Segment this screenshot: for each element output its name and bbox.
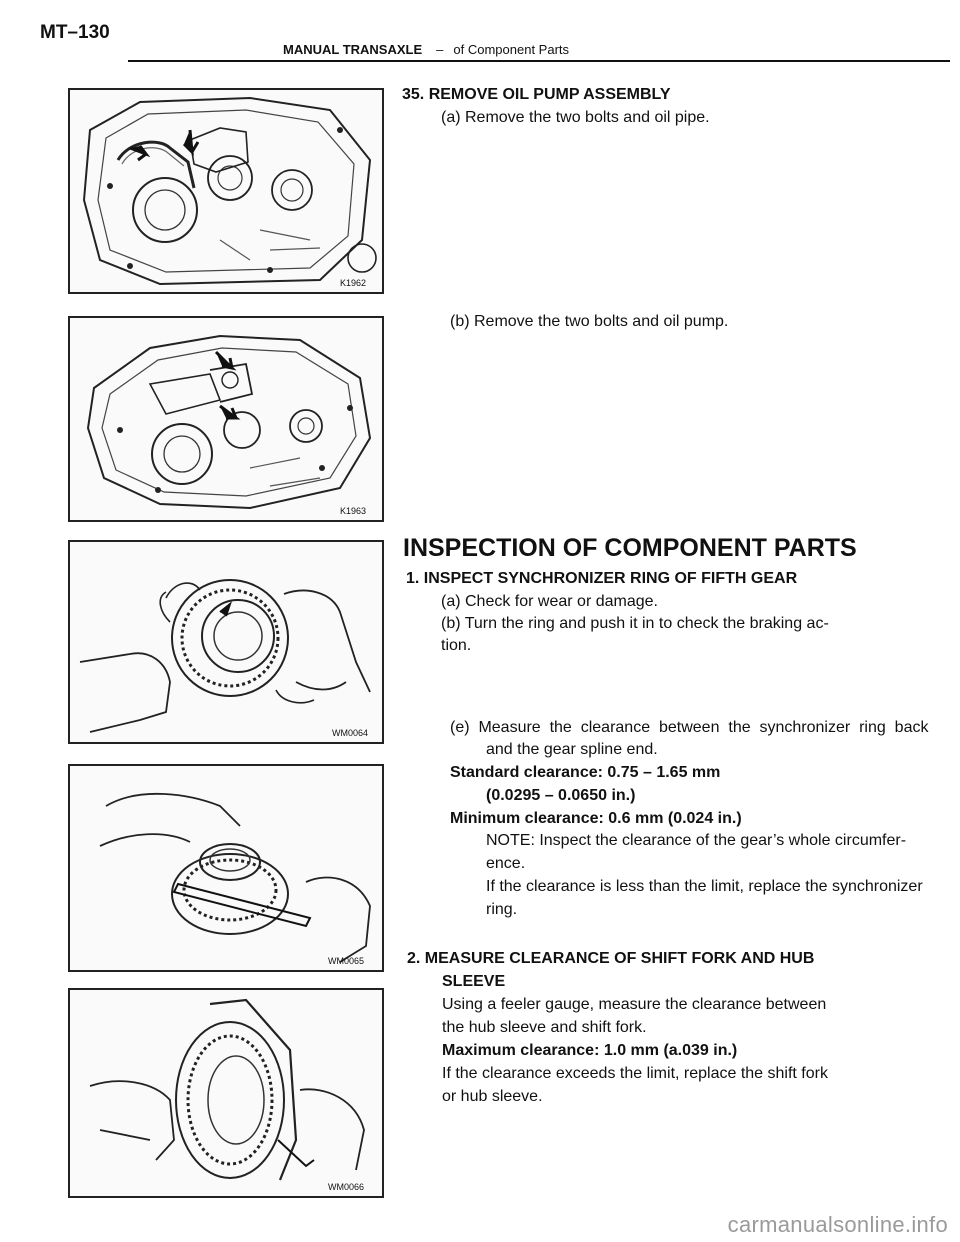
step-2-title-cont: SLEEVE [442, 973, 506, 990]
figure-shift-fork: WM0066 [68, 988, 384, 1198]
step-1-a: (a) Check for wear or damage. [441, 593, 658, 610]
step-2-body-1: Using a feeler gauge, measure the cleara… [442, 996, 827, 1013]
transaxle-case-illustration: K1962 [82, 96, 377, 288]
figure-synchronizer-ring: WM0064 [68, 540, 384, 744]
transaxle-case-illustration: K1963 [86, 334, 372, 516]
subsection-title: of Component Parts [453, 42, 570, 57]
step-1-title: 1. INSPECT SYNCHRONIZER RING OF FIFTH GE… [406, 570, 798, 587]
figure-feeler-gauge-gear: WM0065 [68, 764, 384, 972]
step-2-title: 2. MEASURE CLEARANCE OF SHIFT FORK AND H… [407, 950, 815, 967]
step-35-b: (b) Remove the two bolts and oil pump. [450, 313, 729, 330]
maximum-clearance-label: Maximum clearance: 1.0 mm (a.039 in.) [442, 1042, 738, 1059]
step-35-title: 35. REMOVE OIL PUMP ASSEMBLY [402, 86, 671, 103]
step-35-a: (a) Remove the two bolts and oil pipe. [441, 109, 710, 126]
page-header: MANUAL TRANSAXLE–of Component Parts [283, 42, 569, 57]
figure-code: WM0064 [332, 728, 368, 738]
figure-oil-pipe: K1962 [68, 88, 384, 294]
step-2-body-3: If the clearance exceeds the limit, repl… [442, 1065, 828, 1082]
shift-fork-illustration: WM0066 [89, 998, 365, 1192]
note-line-3: If the clearance is less than the limit,… [486, 878, 923, 895]
minimum-clearance-label: Minimum clearance: 0.6 mm (0.024 in.) [450, 810, 742, 827]
step-1-b-cont: tion. [441, 637, 472, 654]
step-2-body-2: the hub sleeve and shift fork. [442, 1019, 647, 1036]
note-line-2: ence. [486, 855, 526, 872]
section-title: MANUAL TRANSAXLE [283, 42, 423, 57]
synchronizer-ring-illustration: WM0064 [79, 579, 371, 738]
note-line-1: NOTE: Inspect the clearance of the gear’… [486, 832, 907, 849]
section-heading: INSPECTION OF COMPONENT PARTS [403, 534, 857, 562]
step-1-e-cont: and the gear spline end. [486, 741, 658, 758]
figure-code: K1963 [340, 506, 366, 516]
header-rule [128, 60, 950, 62]
figure-oil-pump: K1963 [68, 316, 384, 522]
gear-feeler-gauge-illustration: WM0065 [99, 792, 371, 966]
watermark: carmanualsonline.info [727, 1212, 948, 1237]
page-number: MT–130 [40, 22, 110, 43]
standard-clearance-label: Standard clearance: 0.75 – 1.65 mm [450, 764, 721, 781]
step-2-body-4: or hub sleeve. [442, 1088, 543, 1105]
figure-code: K1962 [340, 278, 366, 288]
note-line-4: ring. [486, 901, 518, 918]
step-1-e: (e) Measure the clearance between the sy… [450, 719, 929, 736]
figure-code: WM0065 [328, 956, 364, 966]
figure-code: WM0066 [328, 1182, 364, 1192]
step-1-b: (b) Turn the ring and push it in to chec… [441, 615, 829, 632]
header-dash: – [436, 42, 444, 57]
standard-clearance-inch: (0.0295 – 0.0650 in.) [486, 787, 636, 804]
